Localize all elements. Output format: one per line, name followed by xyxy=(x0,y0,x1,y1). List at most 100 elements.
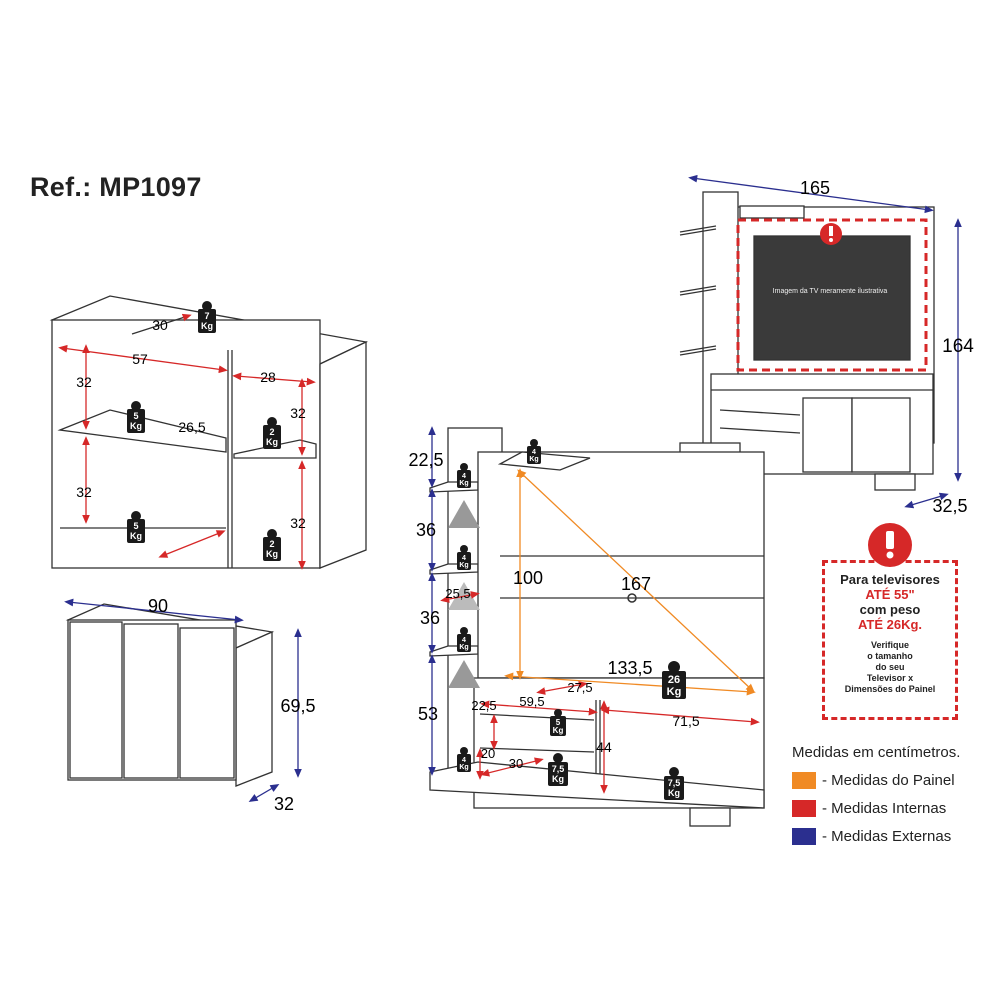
closed-width: 90 xyxy=(148,596,168,616)
niche-width: 59,5 xyxy=(519,694,544,709)
weight-icon: 2 Kg xyxy=(263,529,281,561)
warning-line1: Para televisores xyxy=(840,572,940,587)
svg-text:Kg: Kg xyxy=(459,562,468,569)
svg-text:Kg: Kg xyxy=(459,644,468,651)
weight-icon: 2 Kg xyxy=(263,417,281,449)
svg-text:Kg: Kg xyxy=(266,549,278,559)
weight-icon: 5 Kg xyxy=(127,401,145,433)
wall-left-upper: 32 xyxy=(76,374,92,390)
overview-height: 164 xyxy=(942,336,974,357)
svg-text:Kg: Kg xyxy=(459,764,468,771)
legend-internas: - Medidas Internas xyxy=(792,794,960,822)
svg-text:Kg: Kg xyxy=(667,686,682,698)
right-height: 44 xyxy=(596,739,612,755)
svg-text:5: 5 xyxy=(133,521,138,531)
wall-right-lower: 32 xyxy=(290,515,306,531)
svg-text:Kg: Kg xyxy=(552,774,564,784)
externas-swatch xyxy=(792,827,816,845)
wall-right-upper: 32 xyxy=(290,405,306,421)
svg-text:Kg: Kg xyxy=(130,531,142,541)
wall-inner-width: 57 xyxy=(132,351,148,367)
closed-cabinet-drawing xyxy=(65,603,275,787)
painel-swatch xyxy=(792,771,816,789)
alert-icon xyxy=(868,523,912,567)
legend-painel: - Medidas do Painel xyxy=(792,766,960,794)
svg-text:Kg: Kg xyxy=(553,726,564,735)
panel-base-height: 53 xyxy=(418,704,438,724)
svg-text:Kg: Kg xyxy=(459,480,468,487)
panel-diagonal: 167 xyxy=(621,574,651,594)
warning-note1: Verifique xyxy=(870,640,909,650)
niche-depth: 27,5 xyxy=(567,680,592,695)
weight-icon: 4 Kg xyxy=(457,747,471,772)
overview-depth-line xyxy=(904,492,949,509)
panel-side-depth: 25,5 xyxy=(445,586,470,601)
overview-door-right xyxy=(851,397,911,473)
niche-height: 22,5 xyxy=(471,698,496,713)
overview-tv xyxy=(753,235,911,361)
warning-line4: ATÉ 26Kg. xyxy=(857,617,923,632)
panel-top-shelf: 22,5 xyxy=(408,450,443,470)
warning-line3: com peso xyxy=(859,602,921,617)
warning-note4: Televisor x xyxy=(866,673,914,683)
panel-height: 100 xyxy=(513,568,543,588)
overview-alert-icon xyxy=(820,223,842,245)
tv-illustrative-label: Imagem da TV meramente ilustrativa xyxy=(773,288,888,295)
right-width: 71,5 xyxy=(672,713,699,729)
weight-icon: 5 Kg xyxy=(550,709,566,736)
overview-width-line xyxy=(688,174,934,214)
tv-warning-box: Para televisores ATÉ 55" com peso ATÉ 26… xyxy=(822,560,958,720)
svg-text:2: 2 xyxy=(269,539,274,549)
warning-line2: ATÉ 55" xyxy=(865,587,915,602)
svg-text:7: 7 xyxy=(204,311,209,321)
weight-icon: 4 Kg xyxy=(457,463,471,488)
wall-cabinet-drawing xyxy=(49,295,369,569)
reference-title: Ref.: MP1097 xyxy=(30,172,202,202)
svg-text:4: 4 xyxy=(462,637,466,644)
svg-text:4: 4 xyxy=(462,757,466,764)
overview-door-left xyxy=(802,397,853,473)
svg-text:5: 5 xyxy=(556,718,561,727)
weight-icon: 7,5 Kg xyxy=(664,767,684,800)
wall-shelf-depth: 26,5 xyxy=(178,419,205,435)
wall-left-lower: 32 xyxy=(76,484,92,500)
svg-text:7,5: 7,5 xyxy=(668,778,681,788)
svg-text:4: 4 xyxy=(532,449,536,456)
weight-icon: 7,5 Kg xyxy=(548,753,568,786)
internas-swatch xyxy=(792,799,816,817)
overview-tv-limit xyxy=(736,218,928,372)
svg-text:26: 26 xyxy=(668,674,680,686)
panel-width: 133,5 xyxy=(607,658,652,678)
wall-right-width: 28 xyxy=(260,369,276,385)
svg-text:4: 4 xyxy=(462,473,466,480)
closed-depth: 32 xyxy=(274,794,294,814)
warning-note3: do seu xyxy=(875,662,905,672)
overview-depth: 32,5 xyxy=(932,496,967,516)
panel-gap-1: 36 xyxy=(416,520,436,540)
wall-top-depth: 30 xyxy=(152,317,168,333)
warning-note5: Dimensões do Painel xyxy=(844,684,936,694)
closed-height: 69,5 xyxy=(280,696,315,716)
weight-icon: 7 Kg xyxy=(198,301,216,333)
svg-text:5: 5 xyxy=(133,411,138,421)
svg-text:2: 2 xyxy=(269,427,274,437)
weight-icon: 5 Kg xyxy=(127,511,145,543)
svg-text:4: 4 xyxy=(462,555,466,562)
svg-text:Kg: Kg xyxy=(529,456,538,463)
legend: Medidas em centímetros. - Medidas do Pai… xyxy=(792,738,960,850)
overview-drawing xyxy=(679,191,935,491)
warning-note2: o tamanho xyxy=(867,651,913,661)
weight-icon: 26 Kg xyxy=(662,661,686,699)
weight-icon: 4 Kg xyxy=(457,545,471,570)
legend-title: Medidas em centímetros. xyxy=(792,743,961,761)
svg-text:Kg: Kg xyxy=(266,437,278,447)
lower-depth: 30 xyxy=(509,756,523,771)
weight-icon: 4 Kg xyxy=(527,439,541,464)
weight-icon: 4 Kg xyxy=(457,627,471,652)
legend-externas: - Medidas Externas xyxy=(792,822,960,850)
svg-text:Kg: Kg xyxy=(201,321,213,331)
svg-text:Kg: Kg xyxy=(668,788,680,798)
svg-text:7,5: 7,5 xyxy=(552,764,565,774)
lower-height: 20 xyxy=(481,746,495,761)
